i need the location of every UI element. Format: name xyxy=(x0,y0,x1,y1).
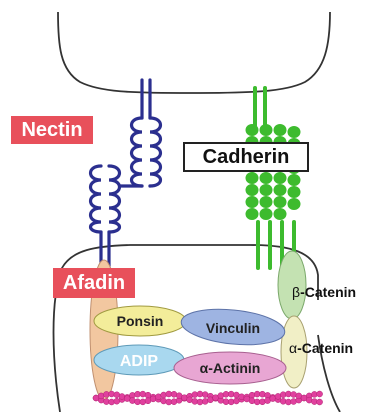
actin-monomer xyxy=(249,398,255,404)
cadherin-domain xyxy=(260,184,273,196)
actin-monomer xyxy=(140,391,146,397)
cadherin-domain xyxy=(274,184,287,196)
beta-catenin-label: β-Catenin xyxy=(292,284,356,300)
cadherin-domain xyxy=(260,172,273,184)
cadherin-domain xyxy=(288,198,301,210)
afadin-label: Afadin xyxy=(53,268,135,298)
ponsin-label: Ponsin xyxy=(117,313,164,329)
alpha-symbol: α xyxy=(289,340,297,356)
cadherin-domain xyxy=(274,208,287,220)
alpha-catenin-text: -Catenin xyxy=(297,340,353,356)
cadherin-domain xyxy=(246,124,259,136)
upper-cell-membrane xyxy=(58,12,330,93)
cadherin-domain xyxy=(246,208,259,220)
cadherin-label: Cadherin xyxy=(183,142,309,172)
beta-symbol: β xyxy=(292,284,300,300)
nectin-upper xyxy=(120,80,161,186)
beta-catenin-text: -Catenin xyxy=(300,284,356,300)
cadherin-domain xyxy=(274,196,287,208)
cadherin-domain xyxy=(260,196,273,208)
nectin-lower xyxy=(91,166,120,272)
cadherin-domain xyxy=(246,172,259,184)
cadherin-domain xyxy=(260,208,273,220)
actin-filament xyxy=(93,391,323,405)
actin-monomer xyxy=(317,391,323,397)
actin-monomer xyxy=(161,392,167,398)
cadherin-domain xyxy=(288,126,301,138)
cadherin-domain xyxy=(260,124,273,136)
adip-label: ADIP xyxy=(120,353,159,370)
cadherin xyxy=(246,88,301,268)
cadherin-domain xyxy=(288,186,301,198)
alpha-actinin-label: α-Actinin xyxy=(200,360,261,376)
cadherin-domain xyxy=(274,172,287,184)
actin-monomer xyxy=(161,398,167,404)
cadherin-domain xyxy=(274,124,287,136)
cadherin-domain xyxy=(246,184,259,196)
actin-monomer xyxy=(140,399,146,405)
cadherin-domain xyxy=(246,196,259,208)
alpha-catenin-label: α-Catenin xyxy=(289,340,353,356)
vinculin-label: Vinculin xyxy=(206,320,260,336)
actin-monomer xyxy=(317,399,323,405)
nectin-label: Nectin xyxy=(11,116,93,144)
cadherin-domain xyxy=(288,174,301,186)
actin-monomer xyxy=(249,392,255,398)
